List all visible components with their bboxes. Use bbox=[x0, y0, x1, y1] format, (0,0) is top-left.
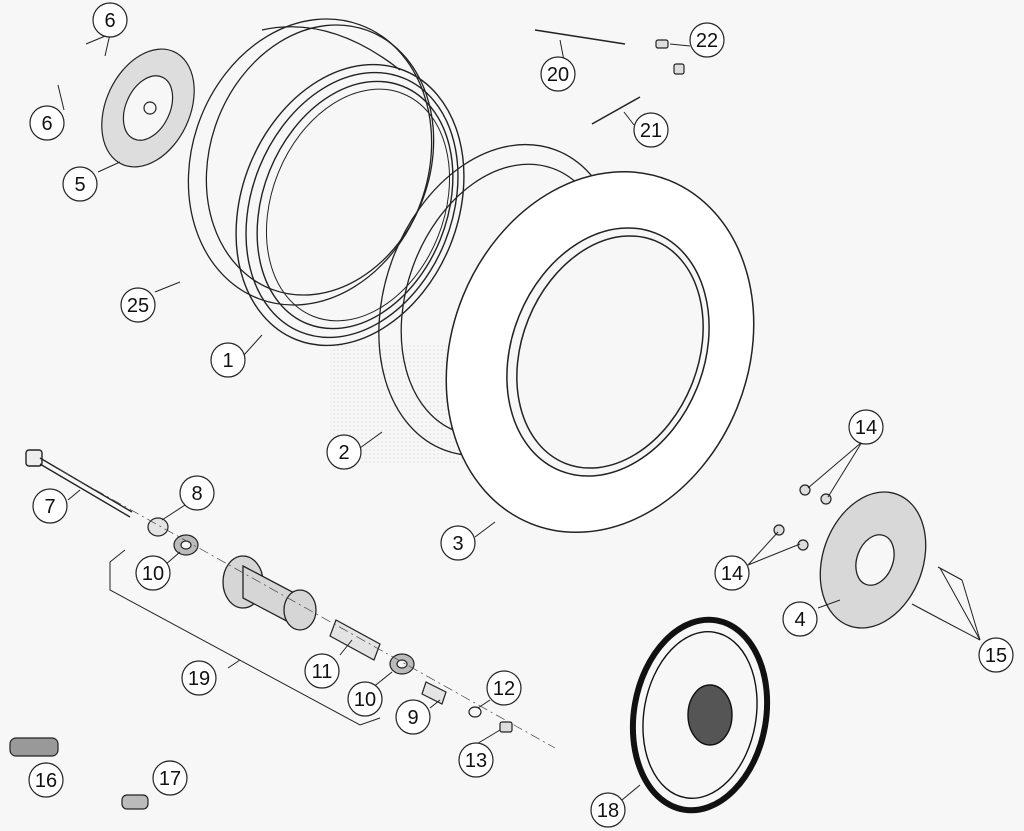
assembly-bracket-19 bbox=[109, 549, 381, 726]
sprocket-part-4 bbox=[819, 491, 927, 629]
callout-4-label: 4 bbox=[794, 609, 805, 631]
sprocket-bolts-part-15 bbox=[911, 566, 963, 621]
tyre-part-3 bbox=[445, 170, 755, 534]
callout-20-label: 20 bbox=[547, 64, 569, 86]
callout-4: 4 bbox=[782, 601, 818, 637]
callout-14-top: 14 bbox=[848, 409, 884, 445]
callout-14-left-label: 14 bbox=[721, 563, 743, 585]
callout-1: 1 bbox=[210, 342, 246, 378]
callout-20: 20 bbox=[540, 56, 576, 92]
callout-18-label: 18 bbox=[597, 800, 619, 822]
callout-6-left: 6 bbox=[29, 105, 65, 141]
spoke-part-20 bbox=[534, 29, 626, 45]
callout-6-top-label: 6 bbox=[104, 10, 115, 32]
callout-14-top-label: 14 bbox=[855, 417, 877, 439]
callout-7: 7 bbox=[32, 488, 68, 524]
callout-10-left-label: 10 bbox=[142, 563, 164, 585]
callout-1-label: 1 bbox=[222, 350, 233, 372]
callout-21-label: 21 bbox=[640, 120, 662, 142]
callout-3-label: 3 bbox=[452, 533, 463, 555]
callout-19: 19 bbox=[181, 660, 217, 696]
callout-16: 16 bbox=[28, 762, 64, 798]
callout-8-label: 8 bbox=[191, 483, 202, 505]
callout-11: 11 bbox=[304, 653, 340, 689]
callout-3: 3 bbox=[440, 525, 476, 561]
callout-18: 18 bbox=[590, 792, 626, 828]
callout-2: 2 bbox=[326, 434, 362, 470]
spacer-part-8 bbox=[147, 517, 169, 537]
callout-5: 5 bbox=[62, 166, 98, 202]
spoke-nipple-part-22 bbox=[655, 39, 685, 75]
spacer-sleeve-part-11 bbox=[329, 619, 381, 661]
callout-22-label: 22 bbox=[696, 30, 718, 52]
rim-band-part-25 bbox=[187, 18, 435, 306]
washer-part-12 bbox=[468, 706, 482, 718]
callout-12: 12 bbox=[486, 670, 522, 706]
callout-17: 17 bbox=[152, 760, 188, 796]
callout-8: 8 bbox=[179, 475, 215, 511]
callout-17-label: 17 bbox=[159, 768, 181, 790]
callout-22: 22 bbox=[689, 22, 725, 58]
callout-13: 13 bbox=[458, 742, 494, 778]
callout-16-label: 16 bbox=[35, 770, 57, 792]
callout-15-label: 15 bbox=[985, 645, 1007, 667]
nut-part-13 bbox=[499, 721, 513, 733]
callout-5-label: 5 bbox=[74, 174, 85, 196]
assembly-axis-line bbox=[59, 469, 556, 749]
callout-25-label: 25 bbox=[127, 295, 149, 317]
chain-link-part-17 bbox=[121, 794, 149, 810]
callout-21: 21 bbox=[633, 112, 669, 148]
callout-6-left-label: 6 bbox=[41, 113, 52, 135]
spoke-part-21 bbox=[591, 96, 641, 125]
sprocket-nuts-part-14 bbox=[773, 484, 832, 551]
brake-disc-part-5 bbox=[101, 48, 195, 168]
callout-9: 9 bbox=[395, 699, 431, 735]
leader-lines bbox=[57, 33, 981, 801]
callout-10-left: 10 bbox=[135, 555, 171, 591]
callout-10-right: 10 bbox=[347, 681, 383, 717]
spacer-part-9 bbox=[421, 681, 447, 705]
complete-wheel-part-18 bbox=[629, 616, 771, 814]
callout-2-label: 2 bbox=[338, 442, 349, 464]
bearing-part-10-left bbox=[173, 534, 199, 556]
callout-19-label: 19 bbox=[188, 668, 210, 690]
callout-9-label: 9 bbox=[407, 707, 418, 729]
axle-part-7 bbox=[25, 449, 133, 518]
callout-10-right-label: 10 bbox=[354, 689, 376, 711]
callout-15: 15 bbox=[978, 637, 1014, 673]
callout-6-top: 6 bbox=[92, 2, 128, 38]
callout-11-label: 11 bbox=[312, 661, 333, 683]
rim-part-1 bbox=[235, 63, 465, 347]
callout-12-label: 12 bbox=[493, 678, 515, 700]
callout-13-label: 13 bbox=[465, 750, 487, 772]
callout-7-label: 7 bbox=[44, 496, 55, 518]
chain-part-16 bbox=[9, 737, 59, 757]
callout-14-left: 14 bbox=[714, 555, 750, 591]
hub bbox=[222, 555, 317, 631]
callout-25: 25 bbox=[120, 287, 156, 323]
